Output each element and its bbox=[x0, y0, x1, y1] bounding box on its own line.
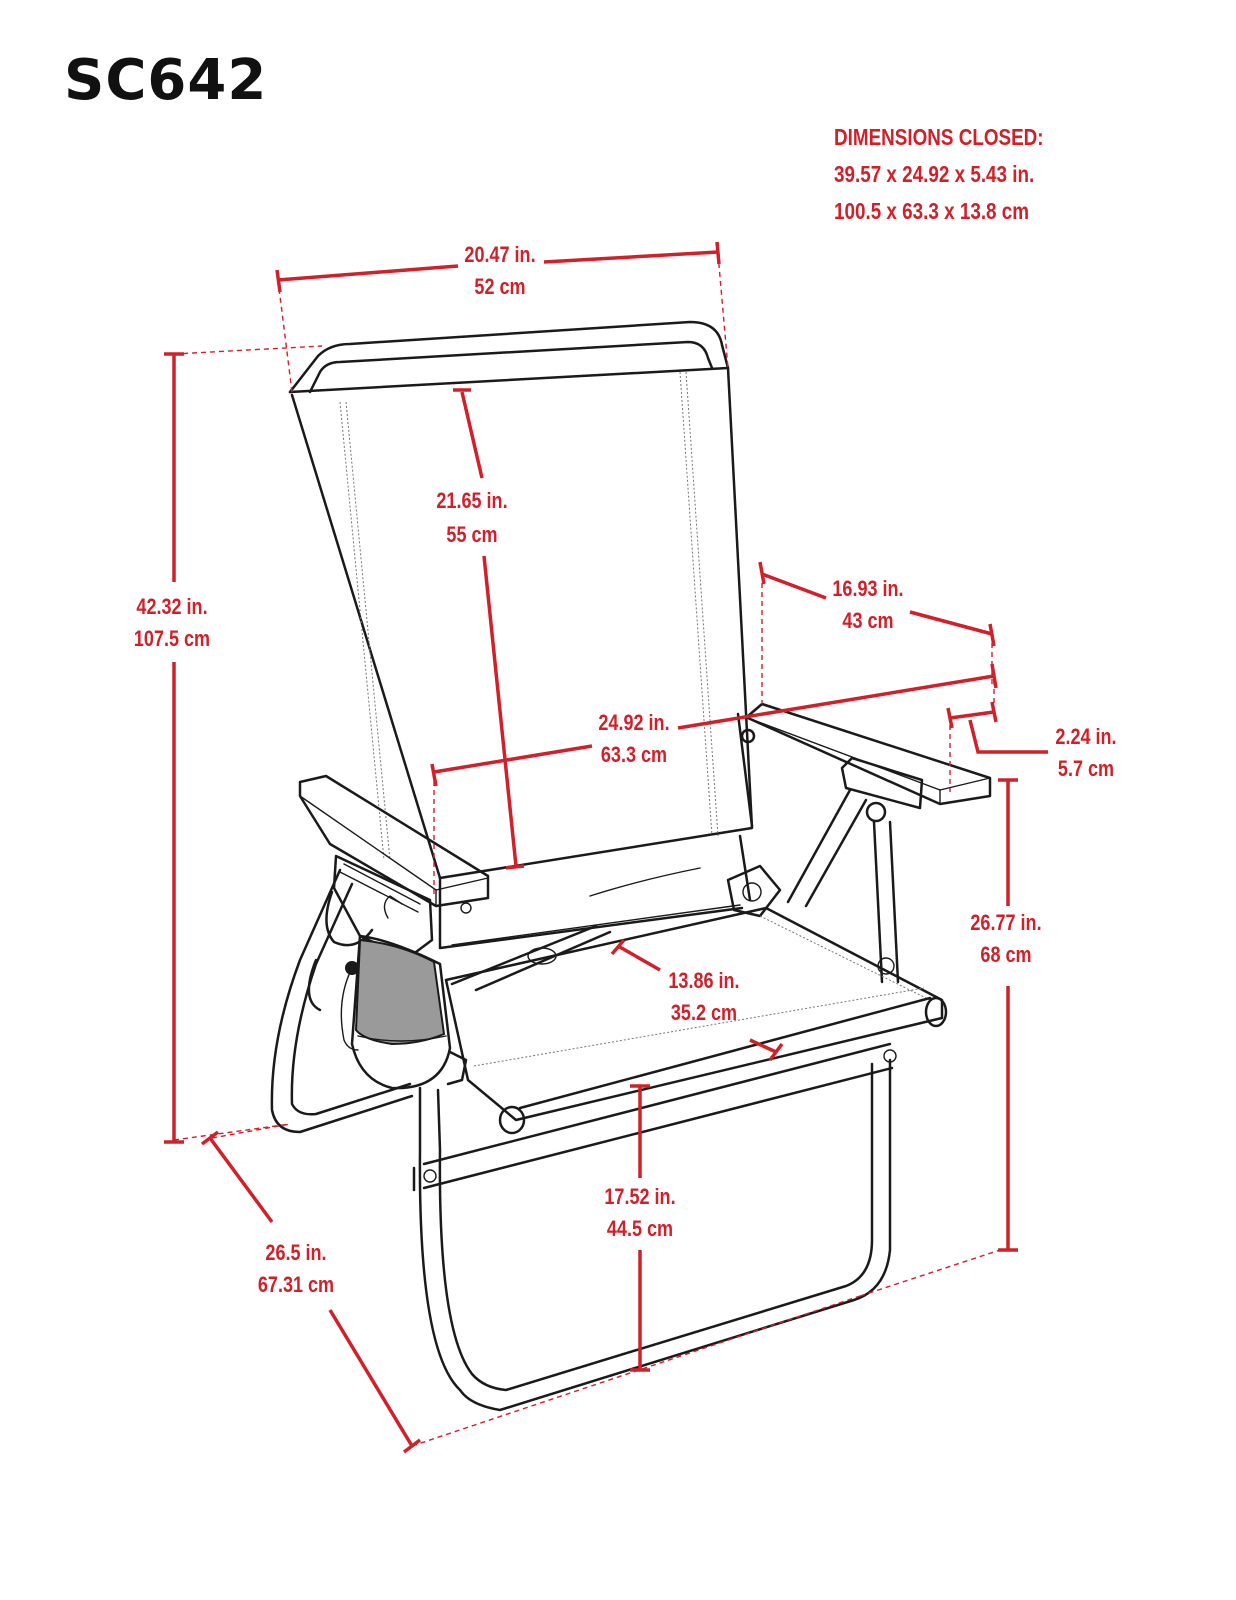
overall-depth-in: 26.5 in. bbox=[265, 1241, 326, 1265]
seat-height-cm: 44.5 cm bbox=[607, 1217, 673, 1241]
overall-width-cm: 63.3 cm bbox=[601, 743, 667, 767]
closed-dimensions-title: DIMENSIONS CLOSED: bbox=[834, 124, 1044, 150]
arm-height-in: 26.77 in. bbox=[970, 911, 1041, 935]
top-width-in: 20.47 in. bbox=[464, 243, 535, 267]
closed-dimensions-imperial: 39.57 x 24.92 x 5.43 in. bbox=[834, 161, 1035, 187]
total-height-in: 42.32 in. bbox=[136, 595, 207, 619]
arm-length-cm: 43 cm bbox=[842, 609, 893, 633]
dimension-labels: 20.47 in. 52 cm 21.65 in. 55 cm 42.32 in… bbox=[134, 243, 1117, 1297]
seat-depth-in: 13.86 in. bbox=[668, 969, 739, 993]
arm-length-in: 16.93 in. bbox=[832, 577, 903, 601]
total-height-cm: 107.5 cm bbox=[134, 627, 210, 651]
overall-width-in: 24.92 in. bbox=[598, 711, 669, 735]
arm-height-cm: 68 cm bbox=[980, 943, 1031, 967]
chair-illustration bbox=[270, 320, 992, 1412]
overall-depth-cm: 67.31 cm bbox=[258, 1273, 334, 1297]
closed-dimensions-metric: 100.5 x 63.3 x 13.8 cm bbox=[834, 198, 1030, 224]
arm-width-in: 2.24 in. bbox=[1055, 725, 1116, 749]
arm-width-cm: 5.7 cm bbox=[1058, 757, 1114, 781]
model-title: SC642 bbox=[64, 48, 268, 113]
back-height-in: 21.65 in. bbox=[436, 489, 507, 513]
dimension-lines bbox=[164, 241, 1048, 1454]
seat-height-in: 17.52 in. bbox=[604, 1185, 675, 1209]
back-height-cm: 55 cm bbox=[446, 523, 497, 547]
top-width-cm: 52 cm bbox=[474, 275, 525, 299]
seat-depth-cm: 35.2 cm bbox=[671, 1001, 737, 1025]
